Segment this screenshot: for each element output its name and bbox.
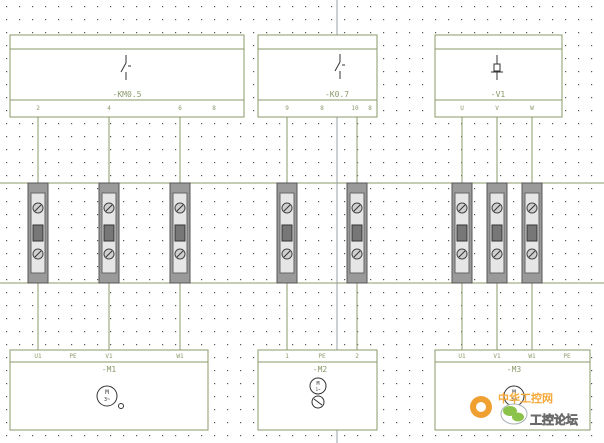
device-pin: 8 [368, 105, 372, 112]
svg-text:M: M [512, 389, 516, 396]
motor-pin: PE [69, 353, 77, 360]
terminal-block[interactable] [27, 182, 49, 284]
contact-symbol-icon [334, 54, 345, 79]
motor-label: -M1 [102, 365, 117, 374]
motor-pin: PE [563, 353, 571, 360]
device-km05[interactable]: -KM0.5 2 4 6 8 [9, 34, 245, 118]
terminal-block[interactable] [346, 182, 368, 284]
device-pin: 6 [178, 105, 182, 112]
svg-text:3~: 3~ [511, 397, 517, 403]
device-v1[interactable]: -V1 U V W [434, 34, 563, 118]
motor-pin: PE [318, 353, 326, 360]
device-pin: W [530, 105, 534, 112]
svg-text:M: M [105, 389, 109, 396]
motor-label: -M2 [313, 365, 328, 374]
motor-pin: W1 [176, 353, 184, 360]
device-pin: 9 [285, 105, 289, 112]
contact-symbol-icon [120, 55, 131, 80]
terminal-block[interactable] [169, 182, 191, 284]
device-k07[interactable]: -K0.7 9 8 10 8 [257, 34, 378, 118]
motor-pin: U1 [34, 353, 42, 360]
motor-pin: U1 [458, 353, 466, 360]
terminal-block[interactable] [451, 182, 473, 284]
motor-pin: 1 [285, 353, 289, 360]
device-pin: 10 [351, 105, 359, 112]
terminal-block[interactable] [98, 182, 120, 284]
watermark-line2: 工控论坛 [530, 412, 578, 427]
terminal-block[interactable] [521, 182, 543, 284]
motor-pin: W1 [528, 353, 536, 360]
motor-pin: V1 [105, 353, 113, 360]
svg-text:3~: 3~ [104, 397, 110, 403]
motor-symbol-icon: M 1~ [309, 377, 327, 409]
motor-pin: V1 [493, 353, 501, 360]
device-label: -V1 [491, 90, 506, 99]
terminal-block[interactable] [486, 182, 508, 284]
device-label: -KM0.5 [113, 90, 142, 99]
motor-symbol-icon: M 3~ [96, 385, 124, 409]
motor-pin: 2 [355, 353, 359, 360]
motor-m1[interactable]: U1 PE V1 W1 -M1 M 3~ [9, 349, 209, 431]
terminal-block[interactable] [276, 182, 298, 284]
device-pin: V [495, 105, 499, 112]
device-pin: U [460, 105, 464, 112]
device-label: -K0.7 [325, 90, 349, 99]
device-pin: 2 [36, 105, 40, 112]
wechat-logo-icon [500, 403, 528, 425]
fuse-symbol-icon [491, 55, 503, 80]
motor-m2[interactable]: 1 PE 2 -M2 M 1~ [257, 349, 378, 431]
watermark-line1: 中华工控网 [498, 391, 553, 405]
svg-text:M: M [316, 381, 319, 387]
device-pin: 4 [107, 105, 111, 112]
svg-text:1~: 1~ [316, 387, 321, 392]
watermark: 中华工控网 工控论坛 [470, 391, 578, 427]
device-pin: 8 [212, 105, 216, 112]
device-pin: 8 [320, 105, 324, 112]
motor-label: -M3 [507, 365, 522, 374]
